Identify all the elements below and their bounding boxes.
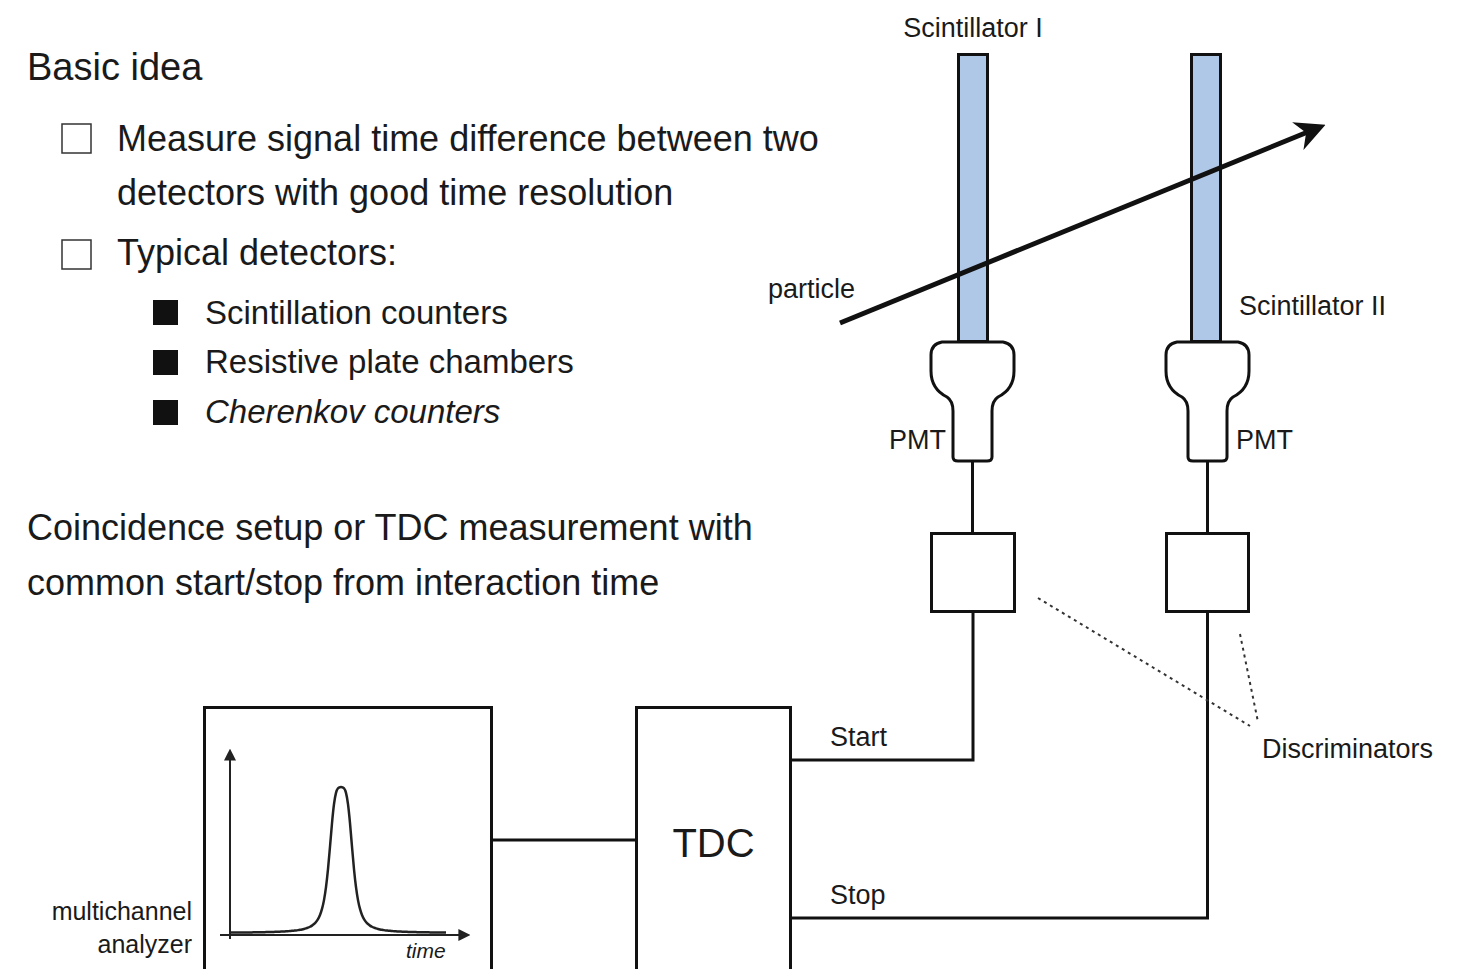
part-label: multichannel analyzer xyxy=(7,895,192,961)
leader-line xyxy=(1240,634,1258,722)
leader-lines xyxy=(1038,598,1258,726)
discriminator-box xyxy=(1165,532,1250,613)
sub-bullet-text: Cherenkov counters xyxy=(205,391,765,433)
signal-name: Start xyxy=(828,720,889,754)
heading: Basic idea xyxy=(27,44,202,90)
signal-name: Stop xyxy=(828,878,888,912)
peak-curve xyxy=(230,787,446,933)
discriminator-box xyxy=(930,532,1016,613)
part-label: PMT xyxy=(1236,423,1293,458)
particle-label: particle xyxy=(768,272,888,306)
bullet-text: Measure signal time difference between t… xyxy=(117,112,887,220)
sub-bullet-text: Resistive plate chambers xyxy=(205,341,765,383)
pmt-tube: PMT xyxy=(1165,341,1250,463)
sub-bullet-text: Scintillation counters xyxy=(205,292,765,334)
wire xyxy=(493,839,635,842)
start-wire xyxy=(792,613,973,760)
leader-line xyxy=(1038,598,1250,726)
analyzer-box: timemultichannel analyzer xyxy=(203,706,493,969)
part-label: PMT xyxy=(889,423,946,458)
box-label: TDC xyxy=(638,817,789,869)
stop-wire xyxy=(792,613,1208,918)
checkbox-bullet xyxy=(62,124,91,153)
pmt-tube: PMT xyxy=(930,341,1015,463)
x-axis xyxy=(220,934,468,936)
tdc-box: TDC xyxy=(635,706,792,969)
y-axis xyxy=(229,751,231,939)
square-bullet xyxy=(153,300,178,325)
spectrum-plot xyxy=(206,709,490,969)
wire xyxy=(1206,461,1209,532)
bullet-text: Typical detectors: xyxy=(117,228,717,278)
part-label: Scintillator I xyxy=(903,11,1043,46)
scintillator-bar: Scintillator I xyxy=(957,53,989,343)
axis-label: time xyxy=(406,937,446,964)
wire xyxy=(971,461,974,532)
part-label: Scintillator II xyxy=(1239,289,1386,324)
checkbox-bullet xyxy=(62,240,91,269)
note-text: Coincidence setup or TDC measurement wit… xyxy=(27,500,817,610)
square-bullet xyxy=(153,400,178,425)
square-bullet xyxy=(153,350,178,375)
callout-label: Discriminators xyxy=(1262,732,1462,766)
scintillator-bar: Scintillator II xyxy=(1190,53,1222,343)
